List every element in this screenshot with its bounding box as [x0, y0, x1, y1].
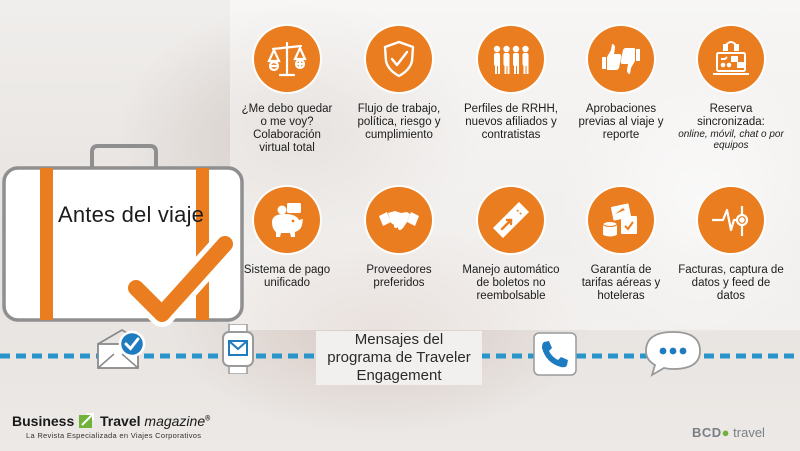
feature-workflow-policy: Flujo de trabajo,política, riesgo y cump… — [339, 26, 459, 142]
brand-business: Business — [12, 413, 75, 429]
phone-icon — [533, 332, 577, 376]
shield-check-icon — [366, 26, 432, 92]
feature-label: Flujo de trabajo,política, riesgo y cump… — [357, 103, 441, 141]
business-travel-magazine-logo: Business Travel magazine® La Revista Esp… — [12, 413, 211, 440]
thumbs-up-down-icon — [588, 26, 654, 92]
feature-label: Perfiles de RRHH,nuevos afiliados y cont… — [464, 103, 558, 141]
bcd-travel-logo: BCD● travel — [692, 425, 765, 440]
suitcase-title: Antes del viaje — [58, 202, 205, 227]
chat-bubble-icon — [645, 331, 701, 377]
arrow-logo-icon — [79, 413, 95, 428]
engagement-message: Mensajes del programa de Traveler Engage… — [316, 331, 482, 385]
feature-hr-profiles: Perfiles de RRHH,nuevos afiliados y cont… — [451, 26, 571, 142]
invoice-data-icon — [698, 187, 764, 253]
envelope-check-icon — [97, 328, 146, 369]
fare-guarantee-icon — [588, 187, 654, 253]
scale-icon — [254, 26, 320, 92]
people-icon — [478, 26, 544, 92]
brand-magazine: magazine — [144, 413, 206, 429]
booking-icon — [698, 26, 764, 92]
smartwatch-icon — [222, 324, 254, 374]
ticket-icon — [478, 187, 544, 253]
brand-tagline: La Revista Especializada en Viajes Corpo… — [26, 431, 202, 440]
suitcase-icon — [2, 144, 244, 327]
handshake-icon — [366, 187, 432, 253]
brand-travel: Travel — [100, 413, 141, 429]
piggy-bank-icon — [254, 187, 320, 253]
